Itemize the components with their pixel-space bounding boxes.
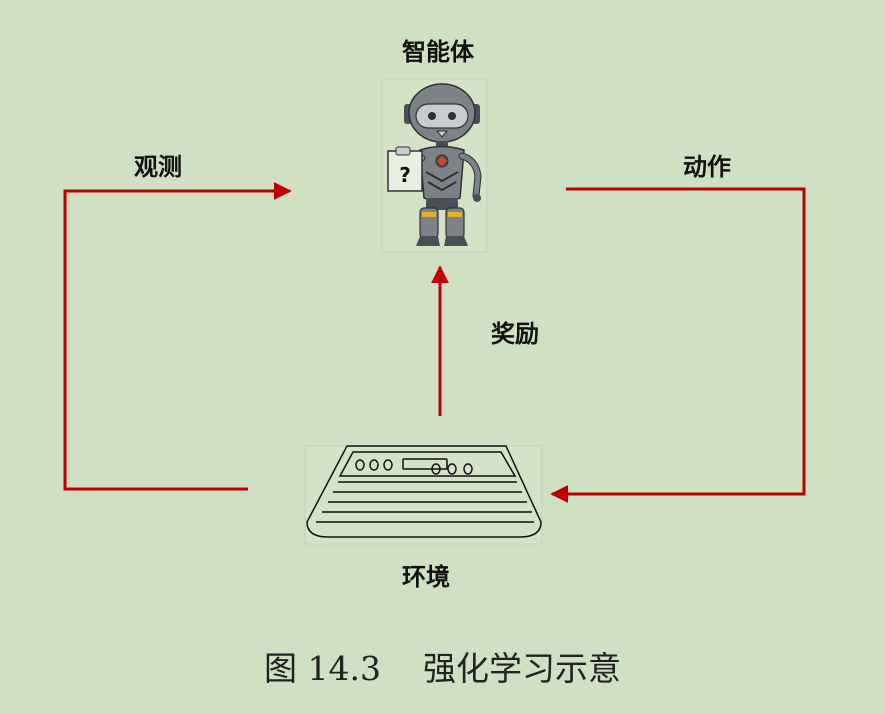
robot-icon: ? bbox=[381, 78, 488, 253]
figure-title: 强化学习示意 bbox=[422, 649, 621, 688]
environment-label: 环境 bbox=[402, 563, 450, 591]
agent-label: 智能体 bbox=[402, 38, 474, 66]
observation-label: 观测 bbox=[134, 153, 182, 181]
observation-arrow bbox=[63, 182, 292, 491]
reward-label: 奖励 bbox=[491, 320, 539, 348]
figure-caption: 图 14.3 强化学习示意 bbox=[0, 652, 885, 685]
figure-number: 图 14.3 bbox=[264, 649, 381, 688]
action-arrow bbox=[550, 187, 806, 503]
sign-question-mark: ? bbox=[399, 163, 411, 187]
action-label: 动作 bbox=[683, 153, 731, 181]
game-console-icon bbox=[304, 445, 543, 545]
